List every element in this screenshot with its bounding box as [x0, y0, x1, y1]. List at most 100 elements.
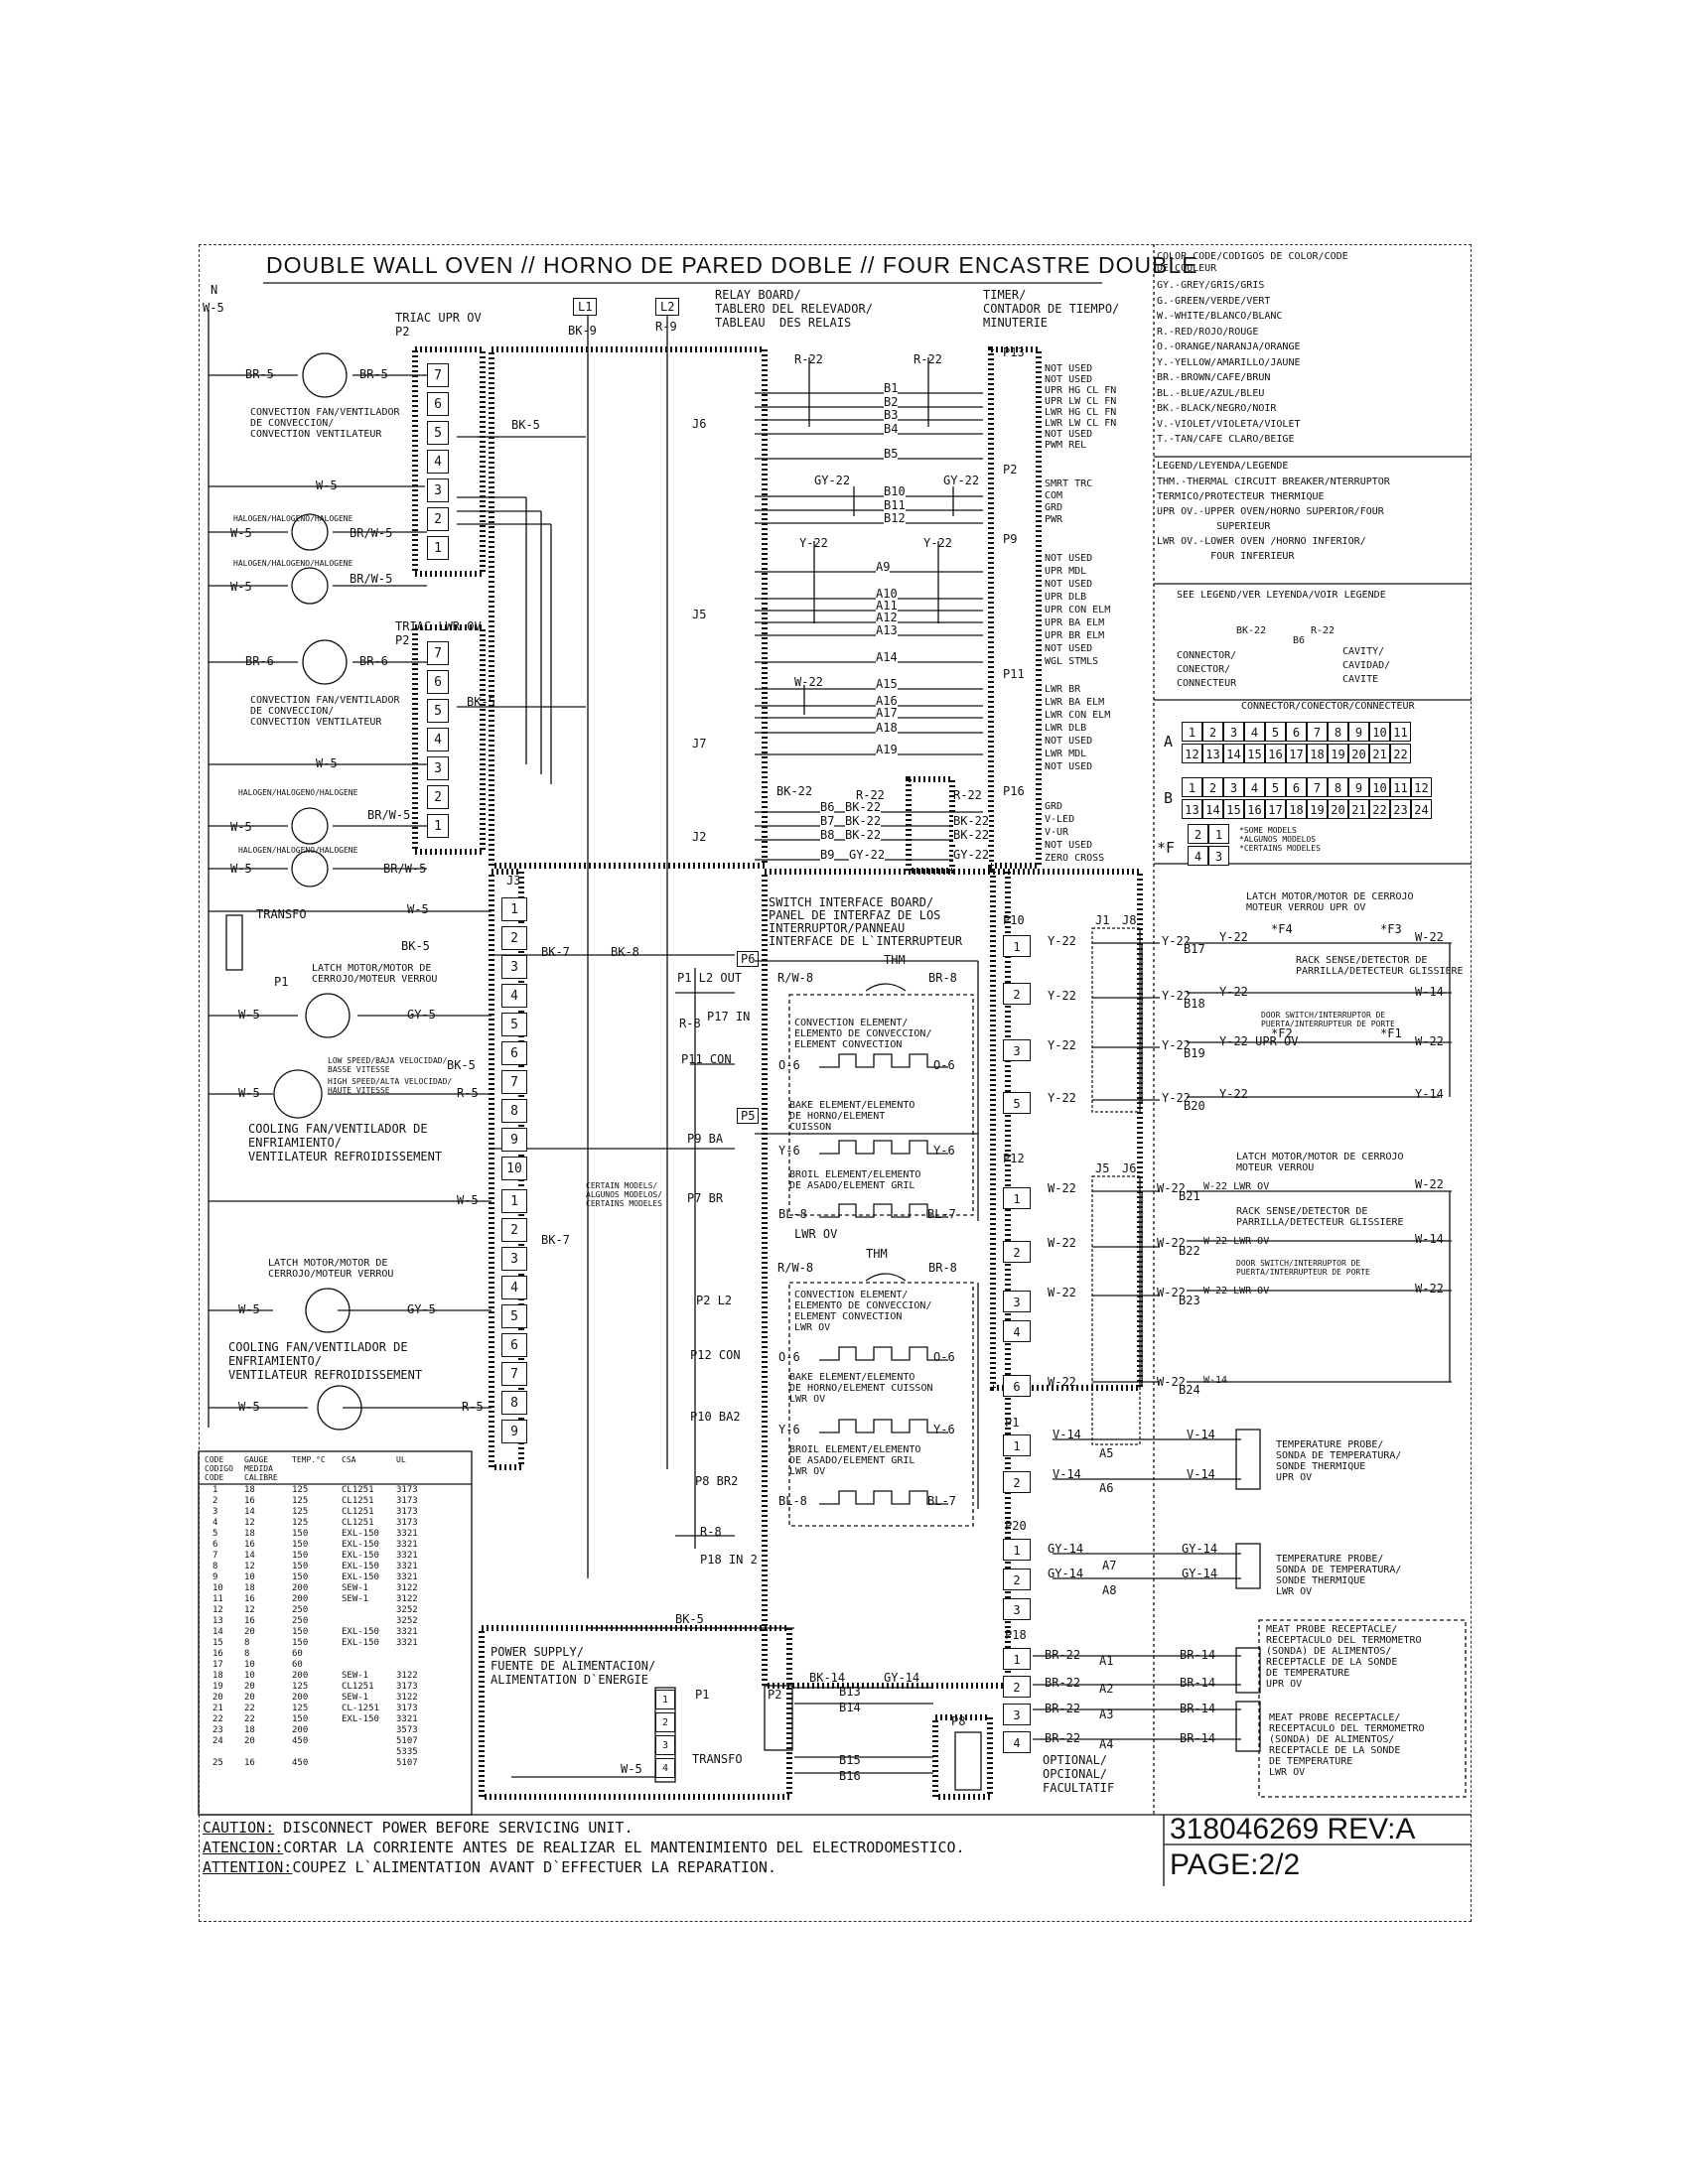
- connector-b-cell: 15: [1223, 799, 1244, 819]
- triac-lower-label: TRIAC LWR OV: [395, 619, 482, 633]
- terminal-pin: 3: [427, 756, 449, 780]
- relay-pin-b2: B2: [884, 395, 899, 409]
- gauge-table-cell: 60: [292, 1660, 303, 1670]
- thm-lower: THM: [866, 1247, 888, 1261]
- wire-label: BK-22: [845, 814, 882, 828]
- wire-label: R-22: [953, 788, 982, 802]
- timer-output: UPR BR ELM: [1045, 630, 1105, 641]
- gauge-table-cell: 13: [212, 1616, 223, 1626]
- connector-grid-title: CONNECTOR/CONECTOR/CONNECTEUR: [1241, 701, 1415, 712]
- terminal-pin: 7: [427, 363, 449, 387]
- wire-label: Y-22: [799, 536, 828, 550]
- p10-label: P10: [1003, 913, 1025, 927]
- gauge-table-cell: EXL-150: [342, 1714, 379, 1724]
- gauge-table-cell: EXL-150: [342, 1638, 379, 1648]
- wire-label: BK-22: [845, 800, 882, 814]
- relay-j5: J5: [692, 608, 707, 621]
- wire-label: BK-22: [776, 784, 813, 798]
- p2-l2: P2 L2: [696, 1294, 733, 1307]
- w5-label: W-5: [316, 478, 338, 492]
- timer-output: NOT USED: [1045, 374, 1093, 385]
- relay-pin-a15: A15: [876, 677, 898, 691]
- wire-label: BR-14: [1180, 1731, 1216, 1745]
- gauge-table-cell: [342, 1616, 396, 1627]
- wire-label: W-22: [1157, 1181, 1186, 1195]
- terminal-pin: 1: [427, 814, 449, 838]
- legend-item: FOUR INFERIEUR: [1157, 551, 1295, 562]
- see-legend-b6: B6: [1293, 635, 1306, 646]
- l1-terminal: L1: [573, 298, 598, 316]
- convection-fan-upper-label: CONVECTION FAN/VENTILADOR DE CONVECCION/…: [250, 407, 400, 440]
- wire-label: R-22: [914, 352, 942, 366]
- pin-label: B17: [1184, 942, 1205, 956]
- gauge-table-cell: 3321: [396, 1562, 418, 1571]
- j4-pin: 6: [501, 1333, 527, 1357]
- j3-label: J3: [506, 874, 521, 887]
- connector-b-cell: 6: [1286, 777, 1307, 797]
- wire-label: W-5: [230, 580, 252, 594]
- terminal-pin: 1: [1003, 1187, 1031, 1209]
- gauge-table-cell: 10: [212, 1583, 223, 1593]
- gauge-table-cell: 150: [292, 1627, 309, 1637]
- wire-label: BL-8: [778, 1494, 807, 1508]
- wire-label: BR-14: [1180, 1702, 1216, 1715]
- relay-pin-b12: B12: [884, 511, 906, 525]
- gauge-table-cell: 125: [292, 1507, 309, 1517]
- j3-pin: 6: [501, 1041, 527, 1065]
- color-code-title: COLOR CODE/CODIGOS DE COLOR/CODE DE COUL…: [1157, 251, 1348, 274]
- relay-pin-a19: A19: [876, 743, 898, 756]
- wire-label: BL-7: [927, 1207, 956, 1221]
- connector-a-cell: 14: [1223, 744, 1244, 763]
- wire-label: O-6: [778, 1058, 800, 1072]
- timer-p2: P2: [1003, 463, 1018, 477]
- gauge-table-cell: 3122: [396, 1693, 418, 1703]
- connector-a-cell: 19: [1328, 744, 1348, 763]
- gauge-table-cell: 18: [212, 1671, 223, 1681]
- gauge-table-cell: SEW-1: [342, 1693, 369, 1703]
- r9-label: R-9: [655, 320, 677, 334]
- connector-f-note: *SOME MODELS *ALGUNOS MODELOS *CERTAINS …: [1239, 826, 1321, 853]
- j3-pin: 7: [501, 1070, 527, 1094]
- wire-label: BR/W-5: [350, 572, 393, 586]
- relay-pin-b10: B10: [884, 484, 906, 498]
- gauge-table-cell: 3173: [396, 1518, 418, 1528]
- terminal-pin: 4: [1003, 1320, 1031, 1342]
- gauge-table-cell: 18: [244, 1583, 255, 1593]
- ps-terminal: 1: [655, 1690, 675, 1709]
- latch-motor-upr-label: LATCH MOTOR/MOTOR DE CERROJO MOTEUR VERR…: [1246, 891, 1414, 913]
- wire-label: R-5: [462, 1400, 484, 1414]
- relay-pin-a9: A9: [876, 560, 891, 574]
- j3-pin: 3: [501, 955, 527, 979]
- gauge-table-cell: 3122: [396, 1594, 418, 1604]
- timer-output: LWR MDL: [1045, 749, 1087, 759]
- gauge-table-cell: 12: [212, 1605, 223, 1615]
- j4-pin: 1: [501, 1189, 527, 1213]
- wire-label: BR-5: [359, 367, 388, 381]
- broil-element-lower-label: BROIL ELEMENT/ELEMENTO DE ASADO/ELEMENT …: [789, 1444, 921, 1477]
- wire-label: R-5: [457, 1086, 479, 1100]
- gauge-table-cell: 15: [212, 1638, 223, 1648]
- connector-f-cell: 3: [1208, 846, 1229, 866]
- switch-interface-board-label: SWITCH INTERFACE BOARD/ PANEL DE INTERFA…: [769, 895, 963, 948]
- pin-label: A5: [1099, 1446, 1114, 1460]
- gauge-table-cell: 16: [244, 1540, 255, 1550]
- meat-probe-upr-label: MEAT PROBE RECEPTACLE/ RECEPTACULO DEL T…: [1266, 1624, 1422, 1690]
- wire-label: W-5: [238, 1400, 260, 1414]
- gauge-table-cell: 17: [212, 1660, 223, 1670]
- gauge-table-cell: 3252: [396, 1605, 418, 1615]
- relay-board-label: RELAY BOARD/ TABLERO DEL RELEVADOR/ TABL…: [715, 288, 873, 330]
- gauge-table-cell: 21: [212, 1704, 223, 1713]
- latch-upper-label: LATCH MOTOR/MOTOR DE CERROJO/MOTEUR VERR…: [312, 963, 438, 985]
- connector-b-cell: 10: [1369, 777, 1390, 797]
- gauge-table-cell: 3321: [396, 1627, 418, 1637]
- convection-fan-lower-label: CONVECTION FAN/VENTILADOR DE CONVECCION/…: [250, 695, 400, 728]
- gauge-table-cell: EXL-150: [342, 1529, 379, 1539]
- latch-lower-label: LATCH MOTOR/MOTOR DE CERROJO/MOTEUR VERR…: [268, 1258, 394, 1280]
- gauge-table-cell: 150: [292, 1540, 309, 1550]
- terminal-pin: 5: [1003, 1092, 1031, 1114]
